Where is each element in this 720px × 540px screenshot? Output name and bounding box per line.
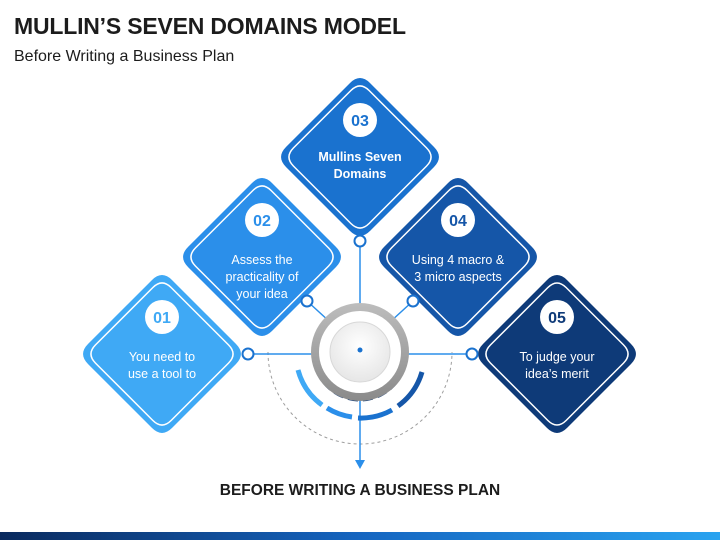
progress-arc [295, 369, 425, 421]
step-number: 01 [153, 310, 171, 327]
diamond-shape [478, 275, 636, 433]
page-subtitle: Before Writing a Business Plan [14, 48, 235, 65]
step-text-line: Assess the [231, 253, 292, 267]
footer-label: BEFORE WRITING A BUSINESS PLAN [220, 482, 500, 499]
center-hub [311, 303, 409, 401]
step-text-line: your idea [236, 287, 287, 301]
step-badge [441, 203, 475, 237]
step-badge [540, 300, 574, 334]
step-text-line: idea’s merit [525, 367, 589, 381]
diamond-shape [281, 78, 439, 236]
down-arrow-icon [355, 460, 365, 469]
step-text-line: Using 4 macro & [412, 253, 505, 267]
step-text-line: You need to [129, 350, 195, 364]
step-number: 02 [253, 213, 271, 230]
step-text-line: 3 micro aspects [414, 270, 502, 284]
diamond-shape [183, 178, 341, 336]
step-diamond-05: 05 To judge your idea’s merit [478, 275, 636, 433]
diamond-outline [485, 282, 629, 426]
step-text-line: To judge your [519, 350, 594, 364]
diamond-outline [190, 185, 334, 329]
step-badge [245, 203, 279, 237]
step-badge [145, 300, 179, 334]
step-badge [343, 103, 377, 137]
footer-bar [0, 532, 720, 540]
diamond-shape [83, 275, 241, 433]
diamond-shape [379, 178, 537, 336]
connector-dots [241, 234, 479, 361]
step-text-line: Domains [334, 167, 387, 181]
diamond-outline [288, 85, 432, 229]
step-text-line: practicality of [226, 270, 299, 284]
diamond-outline [90, 282, 234, 426]
step-text-line: use a tool to [128, 367, 196, 381]
step-text-line: Mullins Seven [318, 150, 401, 164]
step-number: 05 [548, 310, 566, 327]
step-number: 03 [351, 113, 369, 130]
diamond-outline [386, 185, 530, 329]
step-number: 04 [449, 213, 467, 230]
page-title: MULLIN’S SEVEN DOMAINS MODEL [14, 13, 406, 39]
